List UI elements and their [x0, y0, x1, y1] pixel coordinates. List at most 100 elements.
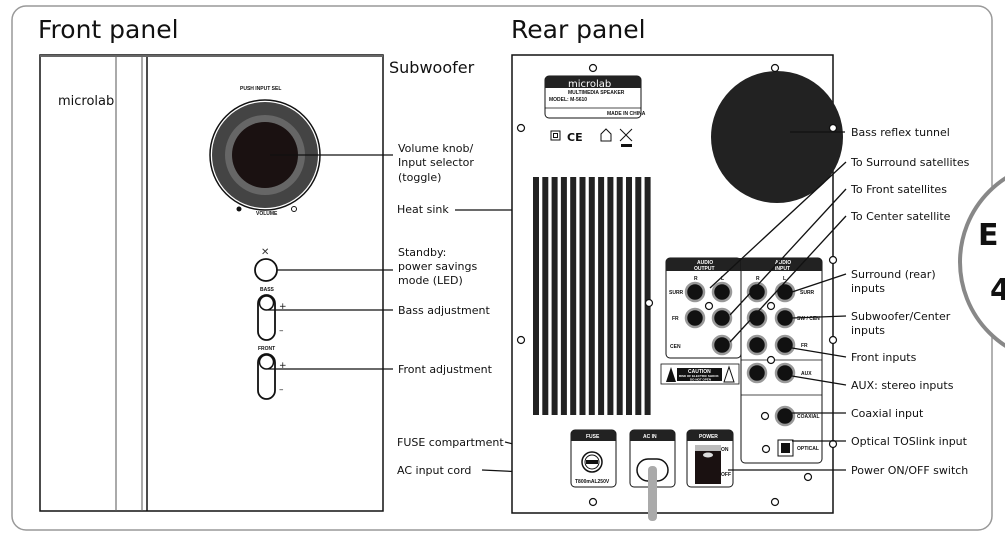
svg-text:CAUTION: CAUTION [688, 369, 711, 375]
svg-text:To Center satellite: To Center satellite [850, 210, 951, 223]
svg-text:To Front satellites: To Front satellites [850, 183, 947, 196]
optical-jack [781, 443, 790, 453]
bass-minus: – [279, 326, 284, 336]
svg-text:(toggle): (toggle) [398, 171, 441, 184]
svg-text:MADE IN CHINA: MADE IN CHINA [607, 111, 646, 117]
badge-number: 4 [990, 273, 1005, 308]
svg-text:Standby:: Standby: [398, 246, 446, 259]
mounting-hole [770, 497, 780, 507]
mounting-hole [516, 123, 526, 133]
bass-plus: + [279, 302, 287, 312]
heat-sink-fin [542, 177, 549, 415]
svg-text:AC IN: AC IN [643, 434, 657, 440]
power-switch: POWER ON OFF [686, 429, 734, 488]
svg-text:Input selector: Input selector [398, 156, 474, 169]
svg-text:FR: FR [672, 316, 679, 322]
svg-text:MULTIMEDIA SPEAKER: MULTIMEDIA SPEAKER [568, 90, 625, 96]
volume-minus-icon [236, 206, 242, 212]
heat-sink-fin [579, 177, 586, 415]
svg-text:FR: FR [801, 343, 808, 349]
svg-text:SURR: SURR [669, 290, 684, 296]
svg-text:CEN: CEN [670, 344, 681, 350]
svg-text:Optical TOSlink input: Optical TOSlink input [851, 435, 968, 448]
caution-label: CAUTION RISK OF ELECTRIC SHOCK DO NOT OP… [660, 363, 740, 385]
front-callouts: Volume knob/ Input selector (toggle) Hea… [268, 142, 651, 479]
volume-label: VOLUME [256, 211, 278, 217]
heat-sink-fin [560, 177, 567, 415]
volume-plus-icon [291, 206, 297, 212]
svg-text:POWER: POWER [699, 434, 718, 440]
front-minus: – [279, 385, 284, 395]
svg-text:R: R [694, 276, 698, 282]
heat-sink [533, 177, 651, 415]
side-badge: E 4 [958, 176, 1005, 348]
svg-text:Surround (rear): Surround (rear) [851, 268, 936, 281]
rear-callouts: Bass reflex tunnel To Surround satellite… [709, 126, 970, 477]
svg-text:COAXIAL: COAXIAL [797, 414, 820, 420]
svg-text:Subwoofer/Center: Subwoofer/Center [851, 310, 951, 323]
brand-logo: microlab [58, 94, 114, 109]
heat-sink-fin [551, 177, 558, 415]
mounting-hole [770, 63, 780, 73]
mounting-hole [828, 335, 838, 345]
certification-icons: CE [550, 128, 633, 147]
heat-sink-fin [570, 177, 577, 415]
svg-text:Bass reflex tunnel: Bass reflex tunnel [851, 126, 950, 139]
heat-sink-fin [644, 177, 651, 415]
heat-sink-fin [616, 177, 623, 415]
ac-in: AC IN [629, 429, 676, 488]
ac-cord [648, 466, 657, 521]
svg-text:SW / CEN: SW / CEN [797, 316, 820, 322]
svg-text:AUDIO: AUDIO [697, 260, 713, 266]
svg-text:Bass adjustment: Bass adjustment [398, 304, 490, 317]
svg-text:inputs: inputs [851, 282, 885, 295]
svg-text:AUDIO: AUDIO [775, 260, 791, 266]
svg-text:Volume knob/: Volume knob/ [398, 142, 473, 155]
front-plus: + [279, 361, 287, 371]
audio-input-panel: AUDIO INPUT R L SURR SW / CEN FR AUX COA… [740, 257, 823, 464]
svg-text:Heat sink: Heat sink [397, 203, 449, 216]
mounting-hole [803, 472, 813, 482]
svg-text:DO NOT OPEN: DO NOT OPEN [690, 378, 711, 382]
svg-text:T800mAL250V: T800mAL250V [575, 479, 610, 485]
rating-plate: microlab MULTIMEDIA SPEAKER MODEL: M-561… [544, 75, 646, 119]
heat-sink-fin [598, 177, 605, 415]
svg-text:FUSE compartment: FUSE compartment [397, 436, 504, 449]
svg-text:microlab: microlab [568, 79, 611, 90]
mounting-hole [588, 497, 598, 507]
svg-text:OUTPUT: OUTPUT [694, 266, 715, 272]
fuse-compartment: FUSE T800mAL250V [570, 429, 617, 488]
svg-text:FUSE: FUSE [586, 434, 600, 440]
svg-text:R: R [756, 276, 760, 282]
svg-text:SURR: SURR [800, 290, 815, 296]
svg-text:OPTICAL: OPTICAL [797, 446, 819, 452]
svg-text:AUX: stereo inputs: AUX: stereo inputs [851, 379, 954, 392]
bass-label: BASS [260, 287, 275, 293]
push-input-sel-label: PUSH INPUT SEL [240, 86, 281, 92]
svg-text:L: L [721, 276, 724, 282]
svg-text:Power ON/OFF switch: Power ON/OFF switch [851, 464, 968, 477]
svg-text:mode (LED): mode (LED) [398, 274, 463, 287]
subwoofer-label: Subwoofer [389, 58, 475, 77]
rear-panel-title: Rear panel [511, 15, 646, 44]
svg-text:L: L [783, 276, 786, 282]
svg-text:INPUT: INPUT [775, 266, 790, 272]
mounting-hole [588, 63, 598, 73]
mounting-hole [644, 298, 654, 308]
mounting-hole [516, 335, 526, 345]
svg-text:Front adjustment: Front adjustment [398, 363, 493, 376]
audio-output-panel: AUDIO OUTPUT R L SURR FR CEN [665, 257, 742, 359]
heat-sink-fin [588, 177, 595, 415]
heat-sink-fin [533, 177, 539, 415]
svg-text:AUX: AUX [801, 371, 812, 377]
front-label: FRONT [258, 346, 275, 352]
svg-text:Coaxial input: Coaxial input [851, 407, 924, 420]
front-panel: microlab PUSH INPUT SEL VOLUME ✕ BASS + … [39, 54, 384, 512]
svg-text:To Surround satellites: To Surround satellites [850, 156, 970, 169]
svg-text:RISK OF ELECTRIC SHOCK: RISK OF ELECTRIC SHOCK [679, 374, 720, 378]
standby-led [254, 258, 278, 282]
svg-text:CE: CE [567, 131, 583, 144]
bass-reflex-tunnel [711, 71, 843, 203]
svg-text:inputs: inputs [851, 324, 885, 337]
heat-sink-fin [607, 177, 614, 415]
